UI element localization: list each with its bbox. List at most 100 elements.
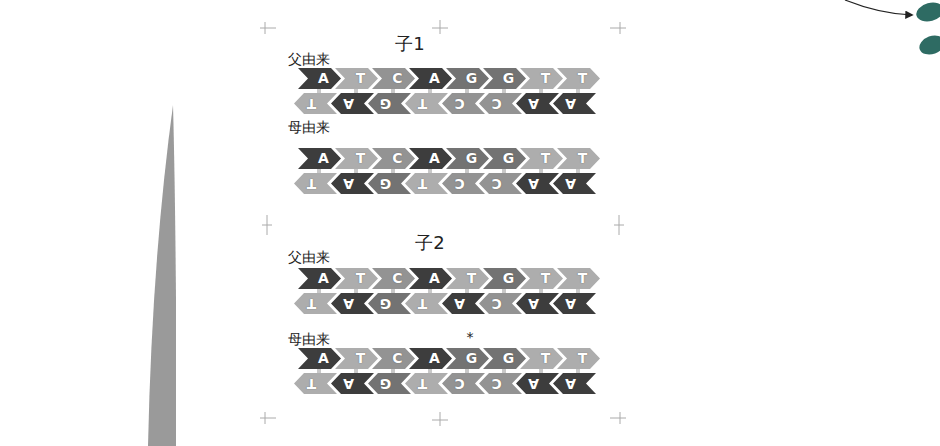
base-chevron: A <box>442 293 485 314</box>
base-chevron: G <box>446 348 489 369</box>
base-chevron: A <box>331 93 374 114</box>
base-chevron: T <box>335 348 378 369</box>
base-chevron: A <box>298 68 341 89</box>
base-chevron: C <box>442 173 485 194</box>
base-chevron: A <box>298 348 341 369</box>
base-chevron: A <box>553 293 596 314</box>
strand-origin: 母由来 <box>288 120 330 135</box>
base-chevron: A <box>409 148 452 169</box>
base-chevron: A <box>298 268 341 289</box>
base-letter: A <box>549 373 592 394</box>
crop-marks <box>260 20 626 426</box>
base-chevron: G <box>483 348 526 369</box>
base-letter: A <box>512 93 555 114</box>
base-letter: T <box>401 373 444 394</box>
base-letter: T <box>561 148 604 169</box>
base-chevron: A <box>409 348 452 369</box>
base-letter: A <box>327 293 370 314</box>
base-letter: T <box>290 93 333 114</box>
base-pair-bonds <box>298 86 594 376</box>
base-letter: T <box>290 293 333 314</box>
strand-origin: 父由来 <box>288 52 330 67</box>
base-chevron: T <box>405 293 448 314</box>
base-letter: T <box>401 293 444 314</box>
base-letter: T <box>561 68 604 89</box>
base-letter: A <box>512 173 555 194</box>
base-letter: A <box>512 293 555 314</box>
base-letter: C <box>475 373 518 394</box>
base-chevron: T <box>405 373 448 394</box>
base-letter: C <box>438 373 481 394</box>
base-letter: T <box>401 173 444 194</box>
base-chevron: G <box>368 173 411 194</box>
base-letter: C <box>475 93 518 114</box>
base-letter: A <box>549 173 592 194</box>
base-letter: A <box>327 93 370 114</box>
base-letter: C <box>475 293 518 314</box>
base-chevron: A <box>409 268 452 289</box>
base-chevron: G <box>368 93 411 114</box>
base-chevron: T <box>335 268 378 289</box>
base-chevron: A <box>331 373 374 394</box>
base-chevron: T <box>520 268 563 289</box>
base-chevron: A <box>553 373 596 394</box>
base-letter: C <box>438 93 481 114</box>
base-letter: T <box>401 93 444 114</box>
base-chevron: G <box>483 148 526 169</box>
base-letter: A <box>327 373 370 394</box>
base-letter: T <box>290 173 333 194</box>
base-letter: G <box>364 373 407 394</box>
base-letter: A <box>549 93 592 114</box>
base-chevron: A <box>516 373 559 394</box>
base-chevron: C <box>372 348 415 369</box>
base-chevron: T <box>557 148 600 169</box>
base-letter: A <box>512 373 555 394</box>
leaf-decoration <box>845 0 940 58</box>
base-chevron: G <box>483 268 526 289</box>
base-chevron: A <box>331 173 374 194</box>
base-chevron: G <box>446 68 489 89</box>
base-chevron: T <box>335 68 378 89</box>
child-heading: 子2 <box>415 233 444 253</box>
child-heading: 子1 <box>395 34 424 54</box>
base-letter: T <box>561 268 604 289</box>
base-chevron: C <box>479 173 522 194</box>
base-chevron: A <box>331 293 374 314</box>
base-chevron: T <box>405 173 448 194</box>
base-letter: C <box>475 173 518 194</box>
base-chevron: C <box>442 373 485 394</box>
base-chevron: A <box>298 148 341 169</box>
base-chevron: T <box>520 148 563 169</box>
base-chevron: T <box>405 93 448 114</box>
base-chevron: A <box>553 173 596 194</box>
base-chevron: T <box>335 148 378 169</box>
base-chevron: C <box>372 268 415 289</box>
base-chevron: A <box>409 68 452 89</box>
base-letter: G <box>364 173 407 194</box>
base-chevron: C <box>372 148 415 169</box>
base-chevron: A <box>553 93 596 114</box>
base-chevron: T <box>557 268 600 289</box>
base-chevron: A <box>516 93 559 114</box>
strand-origin: 父由来 <box>288 250 330 265</box>
base-letter: G <box>364 93 407 114</box>
base-chevron: A <box>516 173 559 194</box>
base-chevron: T <box>557 348 600 369</box>
base-chevron: T <box>520 348 563 369</box>
base-chevron: T <box>294 373 337 394</box>
base-chevron: C <box>479 93 522 114</box>
base-letter: A <box>327 173 370 194</box>
grey-crescent <box>148 105 176 446</box>
base-chevron: T <box>294 173 337 194</box>
base-letter: T <box>561 348 604 369</box>
base-letter: G <box>364 293 407 314</box>
base-letter: T <box>290 373 333 394</box>
base-chevron: C <box>372 68 415 89</box>
base-chevron: T <box>294 93 337 114</box>
base-chevron: T <box>520 68 563 89</box>
mutation-mark: * <box>467 330 474 345</box>
base-chevron: T <box>294 293 337 314</box>
base-chevron: C <box>479 373 522 394</box>
base-chevron: G <box>446 148 489 169</box>
base-chevron: G <box>368 293 411 314</box>
